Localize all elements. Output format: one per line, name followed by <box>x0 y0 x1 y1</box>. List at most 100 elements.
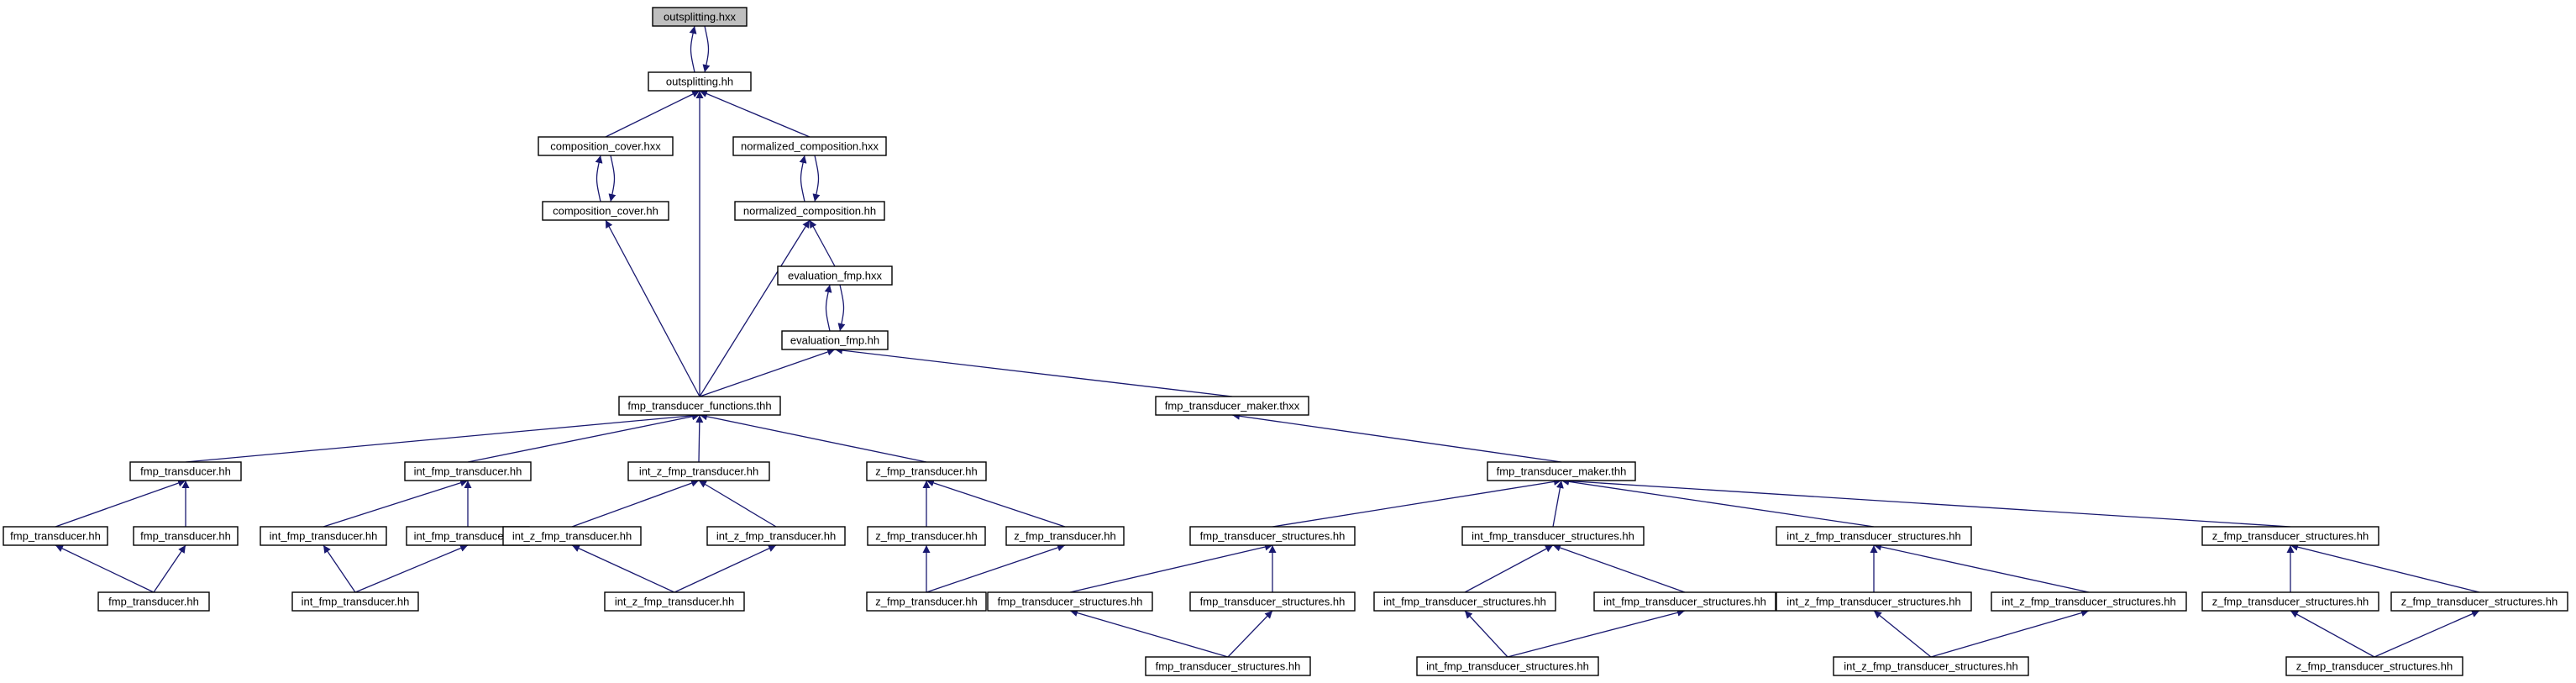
node-label: fmp_transducer.hh <box>140 465 231 478</box>
node-fmp-transducer-hh[interactable]: fmp_transducer.hh <box>129 461 242 481</box>
dependency-arrow <box>1231 412 1562 463</box>
dependency-arrow <box>2290 610 2375 658</box>
node-int-z-fmp-transducer-structures-hh[interactable]: int_z_fmp_transducer_structures.hh <box>1833 656 2029 676</box>
dependency-arrow <box>608 155 616 202</box>
node-int-fmp-transducer-structures-hh[interactable]: int_fmp_transducer_structures.hh <box>1593 591 1776 612</box>
node-fmp-transducer-maker-thxx[interactable]: fmp_transducer_maker.thxx <box>1155 396 1309 416</box>
dependency-arrow <box>699 348 836 397</box>
node-int-z-fmp-transducer-hh[interactable]: int_z_fmp_transducer.hh <box>706 526 846 546</box>
node-composition-cover-hxx[interactable]: composition_cover.hxx <box>538 136 674 156</box>
node-label: fmp_transducer_structures.hh <box>1156 660 1301 673</box>
dependency-arrow <box>2374 610 2480 658</box>
node-int-fmp-transducer-structures-hh[interactable]: int_fmp_transducer_structures.hh <box>1373 591 1556 612</box>
node-z-fmp-transducer-hh[interactable]: z_fmp_transducer.hh <box>867 526 986 546</box>
node-box <box>1189 591 1356 612</box>
node-composition-cover-hh[interactable]: composition_cover.hh <box>542 201 669 221</box>
node-box <box>2285 656 2463 676</box>
dependency-arrow <box>799 155 807 202</box>
node-fmp-transducer-structures-hh[interactable]: fmp_transducer_structures.hh <box>1189 526 1356 546</box>
node-int-z-fmp-transducer-structures-hh[interactable]: int_z_fmp_transducer_structures.hh <box>1776 591 1972 612</box>
node-evaluation-fmp-hh[interactable]: evaluation_fmp.hh <box>781 330 889 350</box>
dependency-arrow <box>699 219 811 397</box>
node-int-fmp-transducer-structures-hh[interactable]: int_fmp_transducer_structures.hh <box>1461 526 1645 546</box>
node-box <box>133 526 239 546</box>
node-z-fmp-transducer-structures-hh[interactable]: z_fmp_transducer_structures.hh <box>2285 656 2463 676</box>
node-label: int_fmp_transducer_structures.hh <box>1472 530 1634 543</box>
node-label: evaluation_fmp.hh <box>790 334 879 347</box>
dependency-arrow <box>1069 609 1229 658</box>
node-normalized-composition-hxx[interactable]: normalized_composition.hxx <box>732 136 887 156</box>
node-box <box>1833 656 2029 676</box>
node-evaluation-fmp-hxx[interactable]: evaluation_fmp.hxx <box>777 265 893 286</box>
dependency-arrow <box>824 284 832 332</box>
dependency-arrow <box>695 414 704 463</box>
node-fmp-transducer-hh[interactable]: fmp_transducer.hh <box>97 591 210 612</box>
node-label: fmp_transducer_maker.thh <box>1497 465 1627 478</box>
node-label: outsplitting.hxx <box>664 11 736 24</box>
node-label: fmp_transducer_structures.hh <box>1200 596 1346 608</box>
dependency-arrow <box>2290 543 2480 593</box>
node-box <box>3 526 108 546</box>
node-box <box>129 461 242 481</box>
node-z-fmp-transducer-hh[interactable]: z_fmp_transducer.hh <box>866 461 987 481</box>
node-int-z-fmp-transducer-structures-hh[interactable]: int_z_fmp_transducer_structures.hh <box>1776 526 1972 546</box>
node-box <box>1005 526 1125 546</box>
dependency-arrow <box>699 90 811 138</box>
node-box <box>2201 526 2379 546</box>
dependency-arrow <box>834 346 1233 397</box>
node-int-z-fmp-transducer-hh[interactable]: int_z_fmp_transducer.hh <box>604 591 745 612</box>
node-z-fmp-transducer-structures-hh[interactable]: z_fmp_transducer_structures.hh <box>2390 591 2568 612</box>
node-box <box>1145 656 1311 676</box>
node-z-fmp-transducer-hh[interactable]: z_fmp_transducer.hh <box>1005 526 1125 546</box>
dependency-arrow <box>1227 610 1273 658</box>
node-int-fmp-transducer-hh[interactable]: int_fmp_transducer.hh <box>291 591 419 612</box>
node-label: z_fmp_transducer_structures.hh <box>2212 530 2369 543</box>
node-int-z-fmp-transducer-structures-hh[interactable]: int_z_fmp_transducer_structures.hh <box>1991 591 2187 612</box>
node-int-fmp-transducer-structures-hh[interactable]: int_fmp_transducer_structures.hh <box>1416 656 1599 676</box>
node-z-fmp-transducer-structures-hh[interactable]: z_fmp_transducer_structures.hh <box>2201 526 2379 546</box>
node-box <box>777 265 893 286</box>
node-box <box>987 591 1153 612</box>
node-fmp-transducer-hh[interactable]: fmp_transducer.hh <box>133 526 239 546</box>
dependency-arrow <box>1464 610 1508 658</box>
node-box <box>1487 461 1636 481</box>
edge-layer <box>55 25 2480 658</box>
dependency-arrow <box>571 544 675 593</box>
node-label: composition_cover.hxx <box>550 140 661 153</box>
node-int-fmp-transducer-hh[interactable]: int_fmp_transducer.hh <box>260 526 387 546</box>
dependency-arrow <box>595 155 603 202</box>
node-int-fmp-transducer-hh[interactable]: int_fmp_transducer.hh <box>404 461 532 481</box>
node-box <box>538 136 674 156</box>
node-label: int_z_fmp_transducer_structures.hh <box>2002 596 2175 608</box>
dependency-arrow <box>1930 609 2090 658</box>
node-label: fmp_transducer_maker.thxx <box>1165 400 1300 412</box>
dependency-arrow <box>926 544 1066 593</box>
node-fmp-transducer-structures-hh[interactable]: fmp_transducer_structures.hh <box>987 591 1153 612</box>
node-fmp-transducer-structures-hh[interactable]: fmp_transducer_structures.hh <box>1189 591 1356 612</box>
node-normalized-composition-hh[interactable]: normalized_composition.hh <box>734 201 885 221</box>
node-fmp-transducer-hh[interactable]: fmp_transducer.hh <box>3 526 108 546</box>
node-z-fmp-transducer-structures-hh[interactable]: z_fmp_transducer_structures.hh <box>2201 591 2379 612</box>
node-fmp-transducer-maker-thh[interactable]: fmp_transducer_maker.thh <box>1487 461 1636 481</box>
node-label: outsplitting.hh <box>666 76 733 88</box>
node-box <box>1189 526 1356 546</box>
node-fmp-transducer-functions-thh[interactable]: fmp_transducer_functions.thh <box>618 396 781 416</box>
node-box <box>1416 656 1599 676</box>
node-label: fmp_transducer_structures.hh <box>1200 530 1346 543</box>
node-label: int_z_fmp_transducer.hh <box>639 465 758 478</box>
node-box <box>706 526 846 546</box>
dependency-arrow <box>1873 610 1932 658</box>
node-label: int_z_fmp_transducer.hh <box>615 596 734 608</box>
node-z-fmp-transducer-hh[interactable]: z_fmp_transducer.hh <box>866 591 987 612</box>
node-box <box>867 526 986 546</box>
node-box <box>618 396 781 416</box>
node-fmp-transducer-structures-hh[interactable]: fmp_transducer_structures.hh <box>1145 656 1311 676</box>
node-int-z-fmp-transducer-hh[interactable]: int_z_fmp_transducer.hh <box>502 526 642 546</box>
node-label: int_fmp_transducer_structures.hh <box>1603 596 1766 608</box>
dependency-arrow <box>699 412 927 463</box>
node-outsplitting-hh[interactable]: outsplitting.hh <box>648 71 752 92</box>
dependency-arrow <box>1069 543 1273 593</box>
node-int-z-fmp-transducer-hh[interactable]: int_z_fmp_transducer.hh <box>627 461 770 481</box>
node-label: composition_cover.hh <box>553 205 658 218</box>
